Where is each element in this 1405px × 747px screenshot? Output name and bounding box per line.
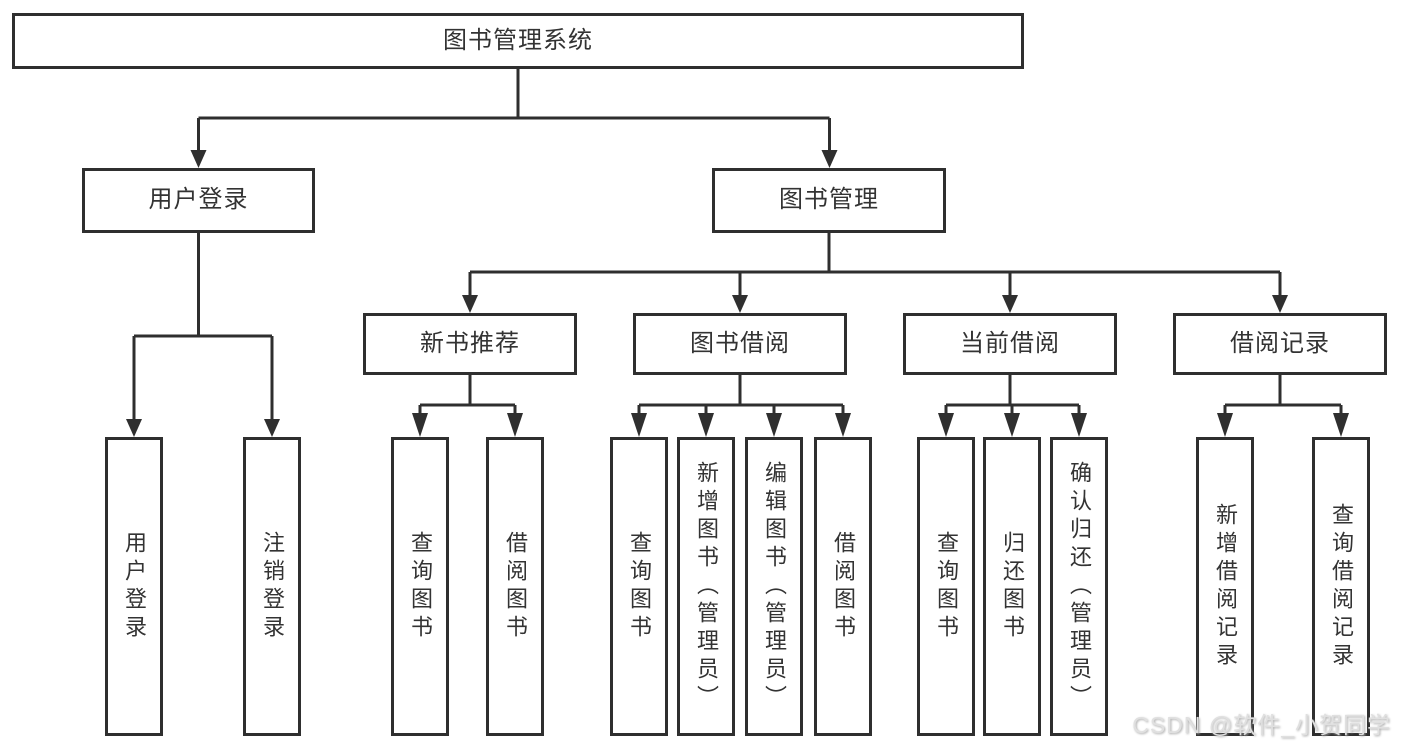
node-book-borrow-label: 图书借阅 xyxy=(690,329,790,357)
connector-root-to-level2 xyxy=(190,69,838,168)
connector-user-login-children xyxy=(126,233,280,437)
node-leaf-confirm-return-admin: 确认归还（管理员） xyxy=(1050,437,1108,736)
node-leaf-add-books-admin: 新增图书（管理员） xyxy=(677,437,735,736)
node-leaf-edit-books-admin-label: 编辑图书（管理员） xyxy=(762,460,787,713)
node-leaf-logout-label: 注销登录 xyxy=(260,530,285,643)
node-leaf-borrow-books: 借阅图书 xyxy=(814,437,872,736)
node-leaf-user-login: 用户登录 xyxy=(105,437,163,736)
connector-borrow-records-children xyxy=(1217,375,1349,437)
node-new-book-recommend: 新书推荐 xyxy=(363,313,577,375)
node-leaf-return-books: 归还图书 xyxy=(983,437,1041,736)
node-library-system-label: 图书管理系统 xyxy=(443,26,593,54)
node-leaf-recommend-query-books: 查询图书 xyxy=(391,437,449,736)
node-leaf-add-borrow-record-label: 新增借阅记录 xyxy=(1213,502,1238,671)
node-borrow-records-label: 借阅记录 xyxy=(1230,329,1330,357)
node-leaf-logout: 注销登录 xyxy=(243,437,301,736)
node-book-management: 图书管理 xyxy=(712,168,946,233)
node-leaf-borrow-query-books: 查询图书 xyxy=(610,437,668,736)
node-leaf-add-borrow-record: 新增借阅记录 xyxy=(1196,437,1254,736)
node-leaf-current-query-books-label: 查询图书 xyxy=(934,530,959,643)
node-book-borrow: 图书借阅 xyxy=(633,313,847,375)
node-leaf-borrow-query-books-label: 查询图书 xyxy=(627,530,652,643)
connector-book-borrow-children xyxy=(631,375,851,437)
node-current-borrow-label: 当前借阅 xyxy=(960,329,1060,357)
node-leaf-recommend-borrow-books: 借阅图书 xyxy=(486,437,544,736)
connector-book-management-children xyxy=(462,233,1288,313)
node-library-system: 图书管理系统 xyxy=(12,13,1024,69)
node-user-login-label: 用户登录 xyxy=(148,186,249,214)
node-leaf-user-login-label: 用户登录 xyxy=(122,530,147,643)
node-leaf-return-books-label: 归还图书 xyxy=(1000,530,1025,643)
node-leaf-query-borrow-record: 查询借阅记录 xyxy=(1312,437,1370,736)
node-leaf-current-query-books: 查询图书 xyxy=(917,437,975,736)
node-user-login: 用户登录 xyxy=(82,168,315,233)
node-leaf-confirm-return-admin-label: 确认归还（管理员） xyxy=(1067,460,1092,713)
node-leaf-query-borrow-record-label: 查询借阅记录 xyxy=(1329,502,1354,671)
node-leaf-recommend-borrow-books-label: 借阅图书 xyxy=(503,530,528,643)
node-new-book-recommend-label: 新书推荐 xyxy=(420,329,520,357)
node-leaf-borrow-books-label: 借阅图书 xyxy=(831,530,856,643)
connector-new-book-recommend-children xyxy=(412,375,523,437)
connector-current-borrow-children xyxy=(938,375,1087,437)
csdn-watermark: CSDN @软件_小贺同学 xyxy=(1132,712,1391,738)
node-current-borrow: 当前借阅 xyxy=(903,313,1117,375)
node-leaf-edit-books-admin: 编辑图书（管理员） xyxy=(745,437,803,736)
node-leaf-recommend-query-books-label: 查询图书 xyxy=(408,530,433,643)
node-borrow-records: 借阅记录 xyxy=(1173,313,1387,375)
node-leaf-add-books-admin-label: 新增图书（管理员） xyxy=(694,460,719,713)
node-book-management-label: 图书管理 xyxy=(779,186,879,214)
